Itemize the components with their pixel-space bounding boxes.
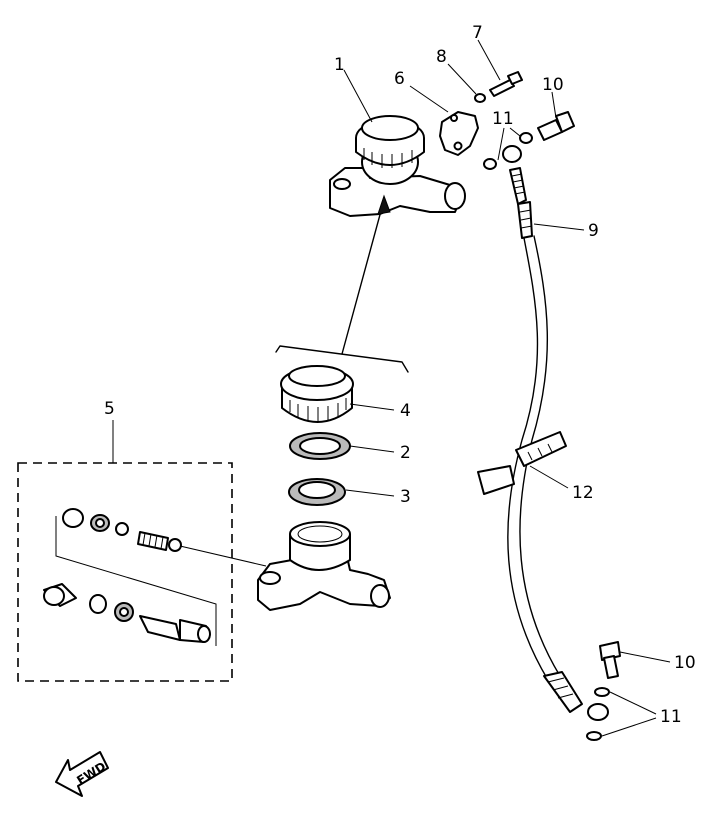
leader-2	[349, 445, 395, 453]
callout-1: 1	[334, 55, 345, 75]
callout-10-bottom: 10	[674, 653, 696, 673]
kit-washer	[115, 522, 129, 536]
callout-9: 9	[588, 221, 599, 241]
callout-6: 6	[394, 69, 405, 89]
fwd-arrow-icon: FWD	[55, 751, 109, 797]
callout-8: 8	[436, 47, 447, 67]
leader-8	[447, 63, 477, 95]
brake-hose	[507, 167, 609, 721]
leader-6	[409, 85, 449, 113]
callout-5: 5	[104, 399, 115, 419]
kit-bracket-line	[55, 516, 217, 646]
assembly-arrowhead	[377, 194, 391, 215]
callout-2: 2	[400, 443, 411, 463]
kit-boot	[43, 583, 77, 607]
leader-11-top	[497, 127, 505, 161]
leader-10-bottom	[619, 651, 671, 663]
master-cylinder-body	[257, 521, 391, 611]
washer-11-top-b	[483, 158, 497, 170]
piston-kit-box	[17, 462, 233, 682]
leader-7	[477, 39, 501, 81]
kit-spring	[137, 531, 182, 552]
leader-11-bottom-b	[601, 717, 657, 737]
leader-1	[343, 69, 373, 123]
diaphragm-plate	[289, 432, 351, 460]
kit-circlip	[89, 594, 107, 614]
washer-11-bottom-b	[586, 731, 602, 741]
leader-11-bottom-a	[609, 691, 657, 715]
kit-cup	[114, 602, 134, 622]
washer-11-bottom-a	[594, 687, 610, 697]
washer-8	[474, 93, 486, 103]
callout-4: 4	[400, 401, 411, 421]
leader-3	[345, 489, 395, 497]
banjo-bolt-10-bottom	[599, 641, 621, 679]
callout-11-bottom: 11	[660, 707, 682, 727]
kit-cap	[62, 508, 84, 528]
assembled-master-cylinder	[329, 115, 466, 217]
callout-12: 12	[572, 483, 594, 503]
bolt-7	[489, 71, 523, 97]
group-bracket	[275, 345, 409, 373]
callout-10-top: 10	[542, 75, 564, 95]
banjo-bolt-10-top	[537, 111, 575, 141]
leader-12	[529, 465, 569, 489]
washer-11-top-a	[519, 132, 533, 144]
leader-10-top	[551, 91, 557, 119]
leader-4	[349, 403, 395, 411]
banjo-fitting-top	[502, 145, 522, 163]
leader-9	[533, 223, 585, 231]
reservoir-cap	[280, 365, 354, 423]
callout-7: 7	[472, 23, 483, 43]
callout-11-top: 11	[492, 109, 514, 129]
hose-clip	[477, 431, 567, 495]
kit-piston	[139, 615, 211, 643]
leader-11-top-b	[509, 127, 521, 137]
hose-bracket	[439, 111, 479, 156]
kit-seal	[90, 514, 110, 532]
callout-3: 3	[400, 487, 411, 507]
diaphragm	[288, 478, 346, 506]
leader-line-kit-to-body	[179, 545, 267, 567]
assembly-arrow-line	[341, 199, 385, 355]
